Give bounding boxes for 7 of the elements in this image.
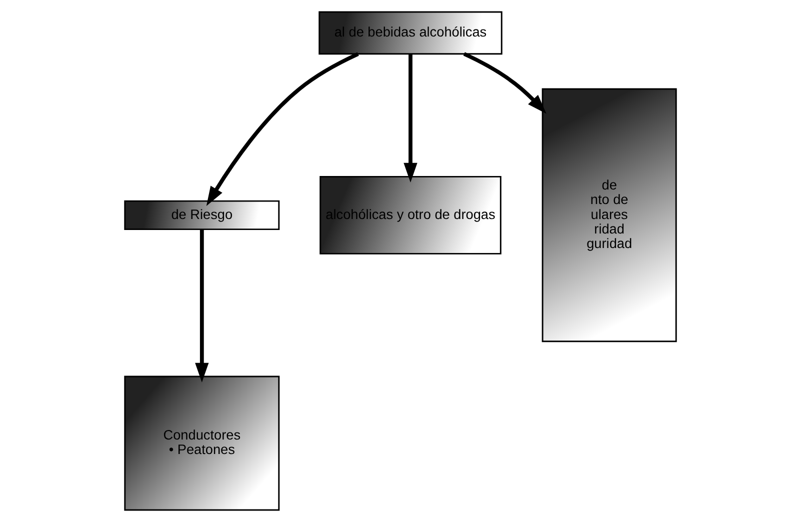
arrow [195,230,209,382]
arrow [206,52,359,206]
node-box: de Riesgo [124,200,280,230]
arrow [463,52,546,114]
node-box: Conductores • Peatones [124,376,280,511]
arrow [404,54,418,182]
node-box: de nto de ulares ridad guridad [542,88,677,342]
